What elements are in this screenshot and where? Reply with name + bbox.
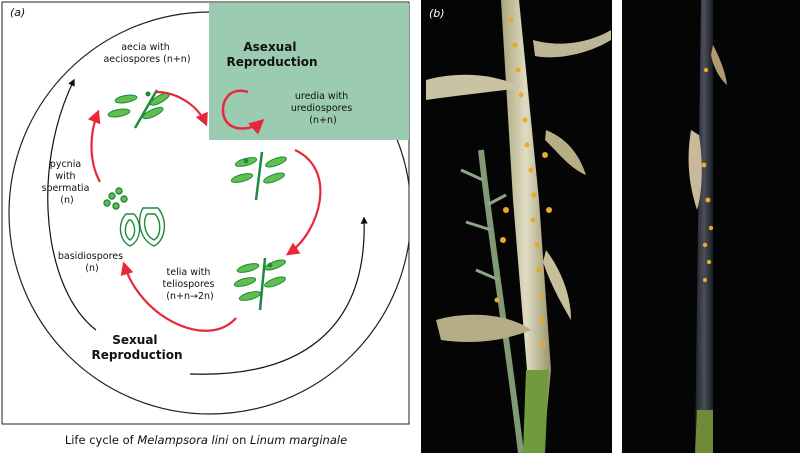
- photo-panels: (b): [421, 0, 800, 453]
- uredia-label: uredia with urediospores (n+n): [291, 91, 355, 126]
- arrow-sexual-left: [47, 78, 97, 331]
- asexual-title: Asexual Reproduction: [226, 40, 317, 69]
- telia-label: telia with teliospores (n+n→2n): [163, 267, 218, 302]
- asexual-loop-arrow: [221, 89, 265, 135]
- asexual-region: [209, 3, 409, 140]
- basidiospores-label: basidiospores (n): [58, 251, 126, 274]
- panel-a-tag: (a): [10, 6, 25, 19]
- panel-b-tag: (b): [429, 7, 445, 20]
- arrow-sexual-bottom: [189, 216, 368, 375]
- life-cycle-diagram: (a) Asexual Reproduction Sexual Reproduc…: [1, 1, 410, 447]
- plant-telia: [233, 257, 286, 311]
- plant-aecia: [107, 89, 171, 129]
- pycnia-structure: [103, 187, 165, 247]
- arrow-aecia-to-uredia: [155, 90, 208, 127]
- photo-infected-stem: (b): [421, 0, 612, 453]
- arrow-pycnia-to-aecia: [87, 109, 101, 183]
- caption: Life cycle of Melampsora lini on Linum m…: [65, 433, 347, 447]
- arrow-telia-to-basidiospores: [120, 261, 237, 332]
- sexual-title: Sexual Reproduction: [91, 333, 182, 362]
- aecia-label: aecia with aeciospores (n+n): [103, 42, 190, 65]
- pycnia-label: pycnia with spermatia (n): [42, 159, 93, 206]
- plant-uredia: [230, 151, 287, 201]
- arrow-uredia-to-telia: [285, 149, 322, 256]
- photo-dark-stem: [622, 0, 800, 453]
